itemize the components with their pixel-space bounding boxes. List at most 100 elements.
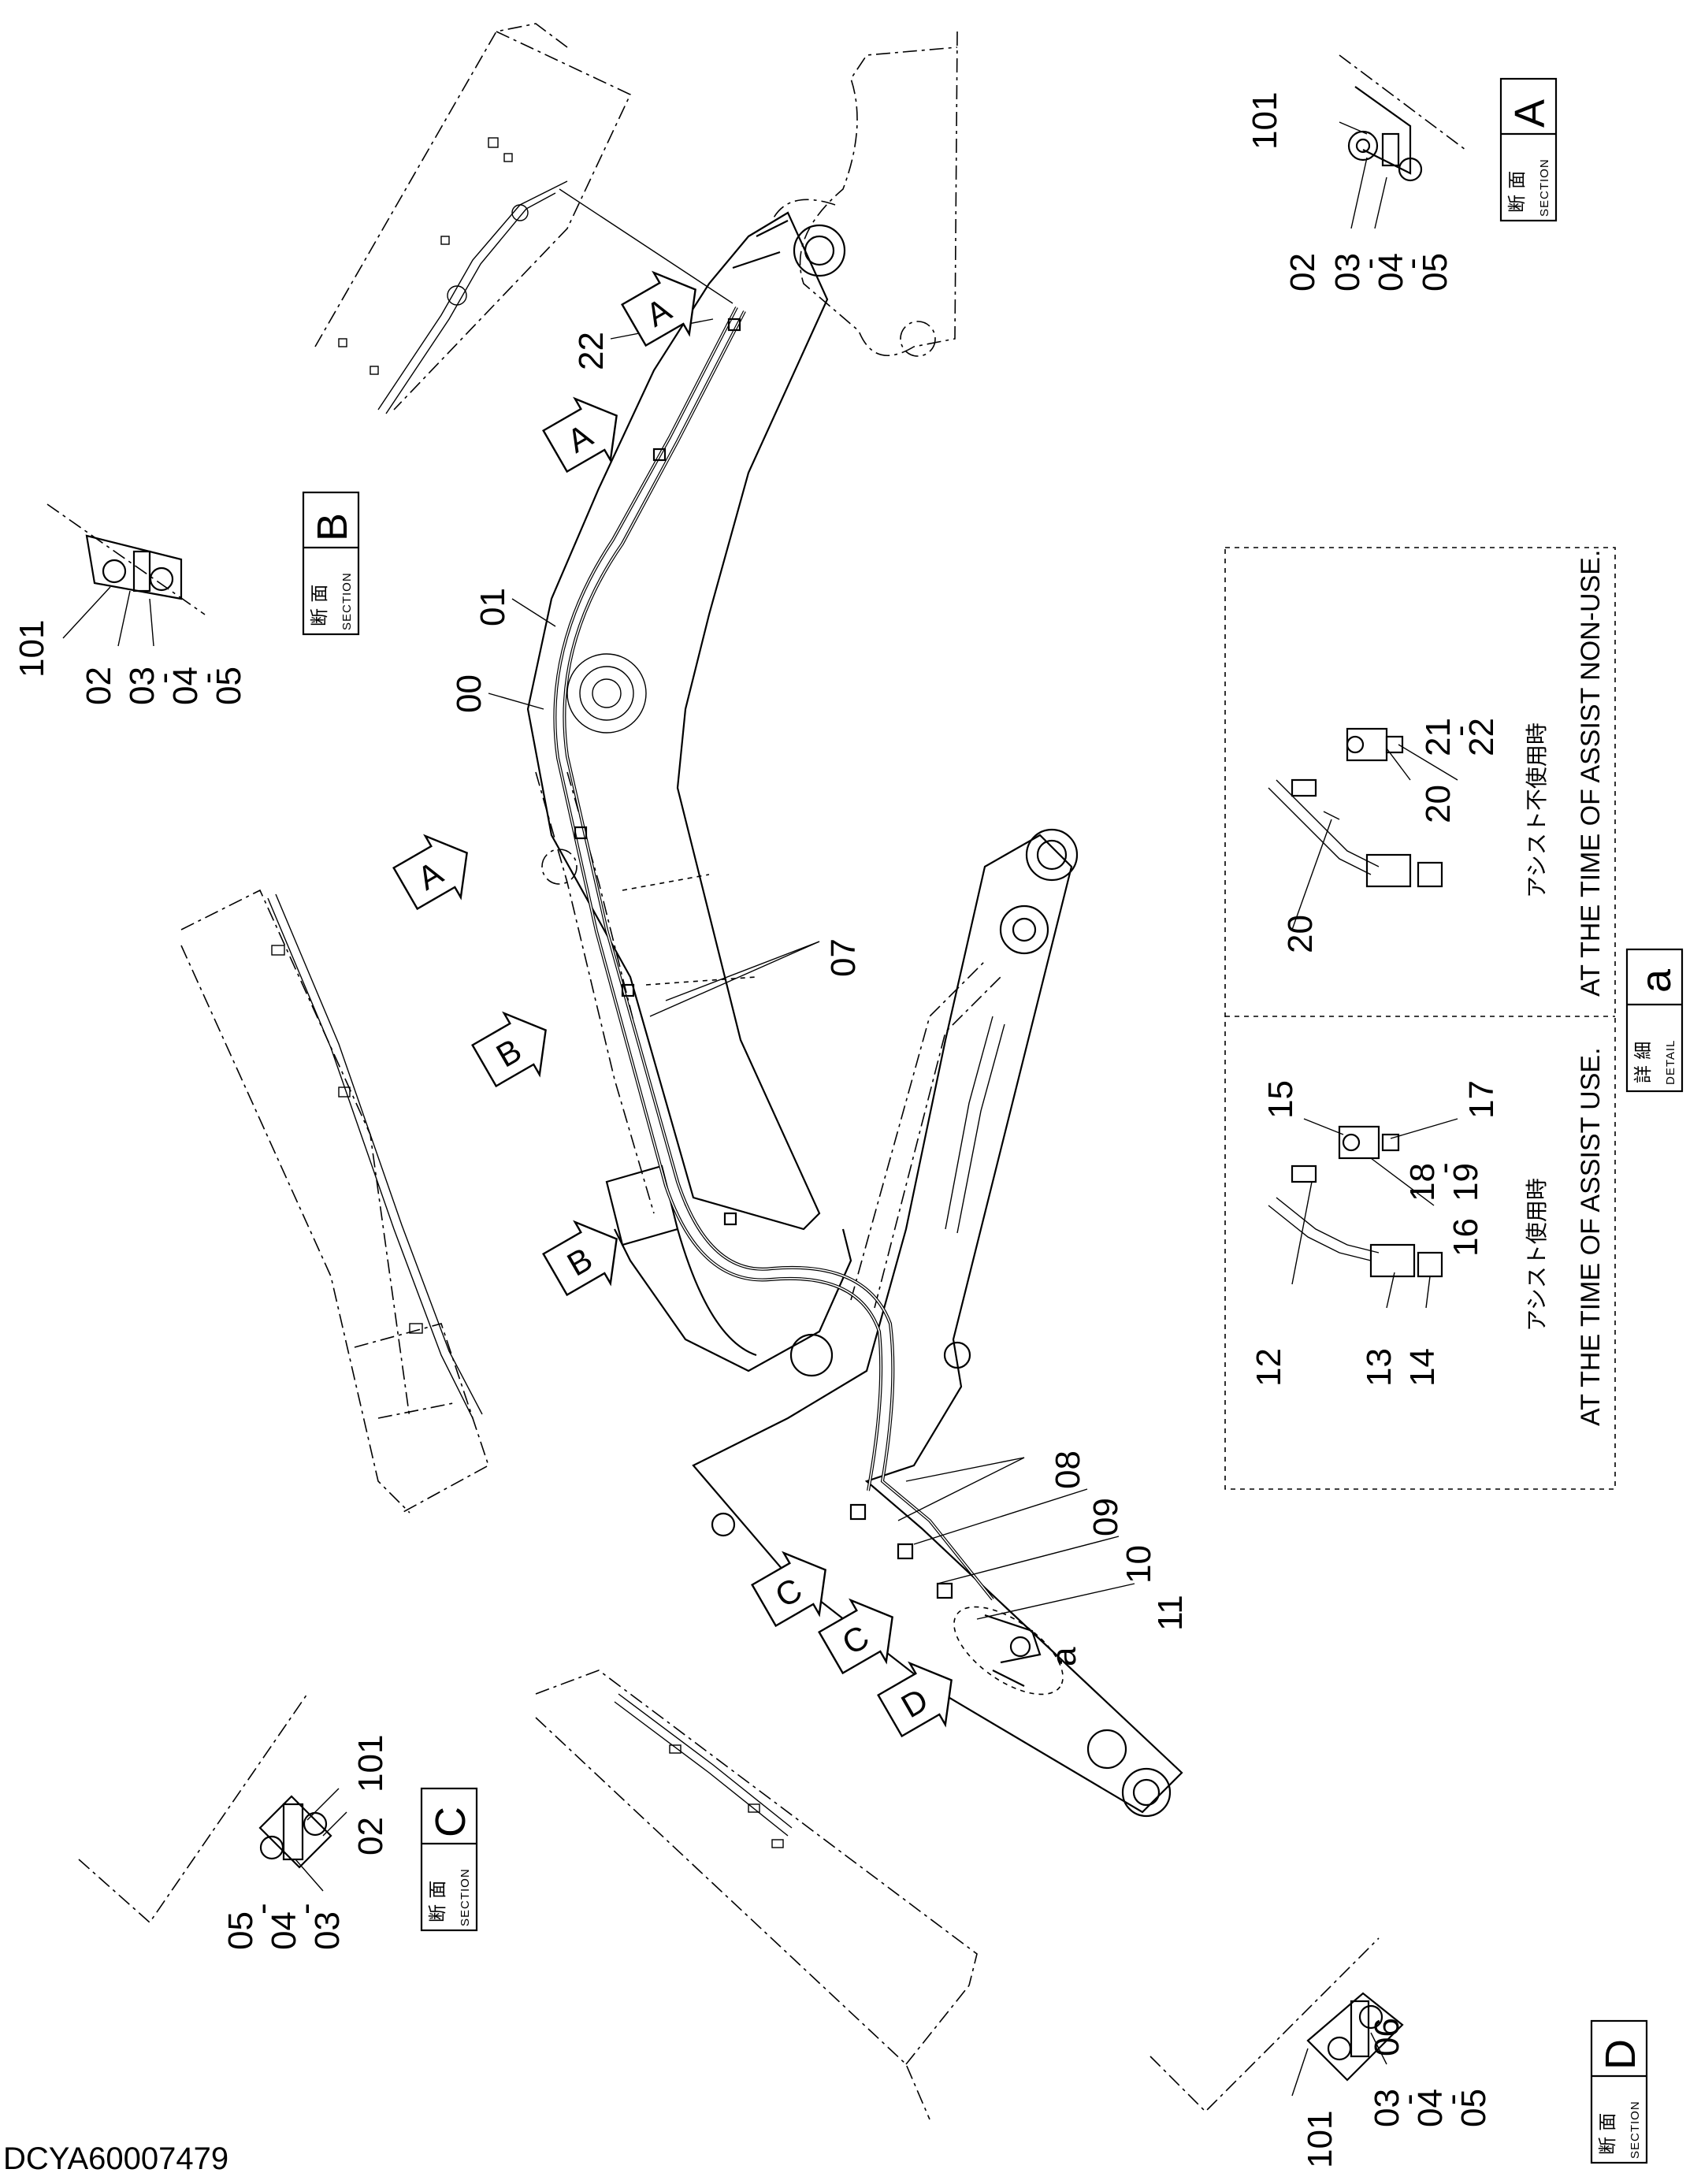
label-dash-c2: - [286,1903,325,1915]
leader-lines [488,318,1135,1620]
upper-boom-sideview [314,23,734,414]
view-arrow-markers: A A A B B C C D a [392,270,1083,1738]
label-04-b: 04 [166,667,205,705]
label-dash-c1: - [243,1903,281,1915]
label-02-a: 02 [1283,253,1322,292]
label-05-c: 05 [221,1911,260,1950]
svg-text:断 面: 断 面 [428,1881,448,1922]
svg-text:DETAIL: DETAIL [1664,1040,1677,1085]
label-19: 19 [1447,1163,1485,1202]
label-dash-a1: - [1350,258,1388,269]
label-16: 16 [1447,1218,1485,1257]
label-02-c: 02 [351,1817,390,1855]
left-boom-sideview [180,889,489,1514]
label-00: 00 [450,674,488,713]
caption-assist-use-en: AT THE TIME OF ASSIST USE. [1576,1047,1606,1426]
view-arrow-b-1: B [471,1011,547,1088]
label-06-d: 06 [1368,2018,1406,2056]
view-arrow-a-1: A [621,270,696,347]
label-12: 12 [1250,1348,1288,1387]
svg-text:断 面: 断 面 [1507,171,1528,213]
label-04-d: 04 [1411,2089,1450,2127]
detail-a-marker: a [1045,1647,1083,1666]
svg-text:SECTION: SECTION [340,572,354,630]
view-arrow-a-2: A [542,396,618,474]
label-dash-a2: - [1392,258,1431,269]
label-17: 17 [1462,1080,1501,1119]
svg-text:D: D [1597,2039,1644,2070]
label-04-c: 04 [265,1911,303,1950]
label-dash-d2: - [1432,2093,1471,2105]
label-dash-18: - [1424,1162,1463,1174]
label-04-a: 04 [1372,253,1410,292]
label-dash-b2: - [188,672,226,684]
label-14: 14 [1403,1348,1442,1387]
svg-text:詳 細: 詳 細 [1633,1042,1654,1083]
section-d-detail [1149,1937,1404,2113]
view-arrow-c-1: C [751,1551,826,1628]
label-101-a: 101 [1246,92,1284,150]
view-arrow-d: D [877,1661,953,1738]
svg-text:B: B [309,513,356,541]
svg-text:断 面: 断 面 [310,585,330,626]
label-101-d: 101 [1301,2111,1339,2168]
svg-text:C: C [427,1807,474,1837]
label-dash-21: - [1440,725,1479,737]
label-101-c: 101 [351,1735,390,1792]
label-11: 11 [1151,1595,1190,1631]
part-number-labels: 22 01 00 07 08 09 10 11 101 02 03 - 04 -… [13,92,1606,2168]
view-arrow-a-3: A [392,834,468,911]
label-05-a: 05 [1416,253,1454,292]
svg-text:SECTION: SECTION [1629,2100,1642,2159]
section-c-detail [78,1693,347,1924]
label-09: 09 [1086,1498,1125,1536]
label-13: 13 [1360,1348,1398,1387]
label-01: 01 [474,588,512,626]
section-c-title: C 断 面 SECTION [420,1787,478,1932]
document-id: DCYA60007479 [3,2141,229,2176]
svg-text:SECTION: SECTION [459,1868,472,1926]
label-20-left: 20 [1281,915,1320,953]
label-10: 10 [1120,1545,1158,1584]
section-a-detail [1339,54,1466,229]
boom-assembly [526,31,958,1377]
detail-a-title: a 詳 細 DETAIL [1625,948,1684,1093]
label-22-main: 22 [572,332,611,370]
section-d-title: D 断 面 SECTION [1590,2019,1648,2164]
label-05-d: 05 [1454,2089,1493,2127]
caption-assist-nonuse-jp: アシスト不使用時 [1524,722,1550,898]
detail-a-box [1224,547,1616,1490]
label-03-b: 03 [123,667,162,705]
label-03-d: 03 [1368,2089,1406,2127]
svg-text:A: A [1506,99,1554,128]
section-a-title: A 断 面 SECTION [1499,77,1558,222]
label-07: 07 [824,938,863,977]
caption-assist-nonuse-en: AT THE TIME OF ASSIST NON-USE. [1576,550,1606,997]
bottom-arm-sideview [535,1670,978,2120]
label-03-c: 03 [308,1911,347,1950]
hydraulic-hose-route [553,306,1064,1696]
label-05-b: 05 [210,667,248,705]
label-21: 21 [1419,718,1458,756]
label-101-b: 101 [13,620,51,678]
label-dash-b1: - [144,672,183,684]
section-b-title: B 断 面 SECTION [302,491,360,636]
svg-text:SECTION: SECTION [1538,158,1551,217]
view-arrow-c-2: C [818,1598,893,1675]
view-arrow-b-2: B [542,1220,618,1297]
label-08: 08 [1049,1450,1087,1489]
svg-text:断 面: 断 面 [1598,2113,1618,2155]
label-18: 18 [1403,1163,1442,1202]
label-15: 15 [1261,1080,1300,1119]
label-03-a: 03 [1328,253,1367,292]
label-dash-d1: - [1389,2093,1428,2105]
label-20-right: 20 [1419,785,1458,823]
section-b-detail [46,503,206,647]
arm-assembly [692,828,1183,1818]
svg-text:a: a [1632,968,1680,993]
label-02-b: 02 [80,667,118,705]
caption-assist-use-jp: アシスト使用時 [1524,1178,1550,1332]
label-22-detail: 22 [1462,718,1501,756]
